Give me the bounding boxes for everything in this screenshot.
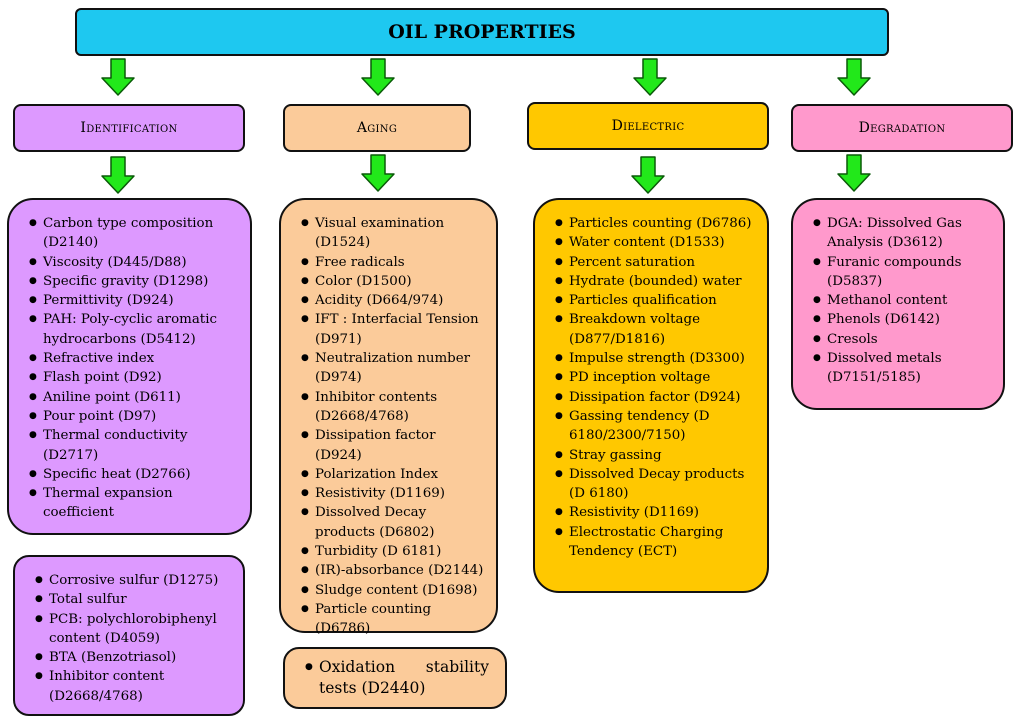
list-item: Thermal expansion coefficient bbox=[29, 484, 240, 523]
list-item: Water content (D1533) bbox=[555, 233, 757, 253]
arrow-identification-card-icon bbox=[101, 156, 135, 194]
list-item: Free radicals bbox=[301, 253, 486, 273]
identification-list: Carbon type composition (D2140)Viscosity… bbox=[29, 214, 240, 523]
list-item: Specific gravity (D1298) bbox=[29, 272, 240, 292]
list-item: Color (D1500) bbox=[301, 272, 486, 292]
list-item: Refractive index bbox=[29, 349, 240, 369]
list-item: Sludge content (D1698) bbox=[301, 581, 486, 601]
aging-list: Visual examination (D1524)Free radicalsC… bbox=[301, 214, 486, 639]
header-degradation-label: Degradation bbox=[858, 120, 946, 136]
arrow-to-dielectric-icon bbox=[633, 58, 667, 96]
arrow-degradation-card-icon bbox=[837, 154, 871, 192]
arrow-aging-card-icon bbox=[361, 154, 395, 192]
list-item: Visual examination (D1524) bbox=[301, 214, 486, 253]
list-item: Turbidity (D 6181) bbox=[301, 542, 486, 562]
list-item: Electrostatic Charging Tendency (ECT) bbox=[555, 523, 757, 562]
list-item: BTA (Benzotriasol) bbox=[35, 648, 233, 668]
list-item: Particle counting (D6786) bbox=[301, 600, 486, 639]
identification-extra-list: Corrosive sulfur (D1275)Total sulfurPCB:… bbox=[35, 571, 233, 706]
list-item: Phenols (D6142) bbox=[813, 310, 993, 330]
list-item: Methanol content bbox=[813, 291, 993, 311]
list-item: Percent saturation bbox=[555, 253, 757, 273]
list-item: Thermal conductivity (D2717) bbox=[29, 426, 240, 465]
dielectric-list: Particles counting (D6786)Water content … bbox=[555, 214, 757, 561]
list-item: Breakdown voltage (D877/D1816) bbox=[555, 310, 757, 349]
list-item: Stray gassing bbox=[555, 446, 757, 466]
list-item: IFT : Interfacial Tension (D971) bbox=[301, 310, 486, 349]
list-item: Cresols bbox=[813, 330, 993, 350]
list-item: Permittivity (D924) bbox=[29, 291, 240, 311]
list-item: Furanic compounds (D5837) bbox=[813, 253, 993, 292]
aging-extra-card: Oxidation stability tests (D2440) bbox=[283, 647, 507, 709]
list-item: Particles qualification bbox=[555, 291, 757, 311]
title-text: OIL PROPERTIES bbox=[388, 21, 576, 43]
list-item: Particles counting (D6786) bbox=[555, 214, 757, 234]
aging-extra-list: Oxidation stability tests (D2440) bbox=[305, 657, 489, 699]
header-aging-label: Aging bbox=[356, 120, 398, 136]
aging-card: Visual examination (D1524)Free radicalsC… bbox=[279, 198, 498, 636]
list-item: Dissolved Decay products (D 6180) bbox=[555, 465, 757, 504]
list-item: Inhibitor content (D2668/4768) bbox=[35, 667, 233, 706]
list-item: Viscosity (D445/D88) bbox=[29, 253, 240, 273]
list-item: Hydrate (bounded) water bbox=[555, 272, 757, 292]
list-item: Flash point (D92) bbox=[29, 368, 240, 388]
list-item: Acidity (D664/974) bbox=[301, 291, 486, 311]
list-item: Dissipation factor (D924) bbox=[555, 388, 757, 408]
arrow-to-degradation-icon bbox=[837, 58, 871, 96]
header-identification: Identification bbox=[13, 104, 245, 152]
header-degradation: Degradation bbox=[791, 104, 1013, 152]
header-dielectric-label: Dielectric bbox=[611, 118, 685, 134]
list-item: Dissipation factor (D924) bbox=[301, 426, 486, 465]
identification-extra-card: Corrosive sulfur (D1275)Total sulfurPCB:… bbox=[13, 555, 245, 716]
list-item: PAH: Poly-cyclic aromatic hydrocarbons (… bbox=[29, 310, 240, 349]
header-dielectric: Dielectric bbox=[527, 102, 769, 150]
list-item: PD inception voltage bbox=[555, 368, 757, 388]
list-item: Neutralization number (D974) bbox=[301, 349, 486, 388]
header-identification-label: Identification bbox=[80, 120, 178, 136]
arrow-to-aging-icon bbox=[361, 58, 395, 96]
list-item: DGA: Dissolved Gas Analysis (D3612) bbox=[813, 214, 993, 253]
list-item: Aniline point (D611) bbox=[29, 388, 240, 408]
list-item: Dissolved metals (D7151/5185) bbox=[813, 349, 993, 388]
list-item: Dissolved Decay products (D6802) bbox=[301, 503, 486, 542]
degradation-card: DGA: Dissolved Gas Analysis (D3612)Furan… bbox=[791, 198, 1005, 410]
header-aging: Aging bbox=[283, 104, 471, 152]
list-item: Oxidation stability tests (D2440) bbox=[305, 657, 489, 699]
list-item: Corrosive sulfur (D1275) bbox=[35, 571, 233, 591]
list-item: Specific heat (D2766) bbox=[29, 465, 240, 485]
arrow-to-identification-icon bbox=[101, 58, 135, 96]
dielectric-card: Particles counting (D6786)Water content … bbox=[533, 198, 769, 593]
list-item: Inhibitor contents (D2668/4768) bbox=[301, 388, 486, 427]
arrow-dielectric-card-icon bbox=[631, 156, 665, 194]
list-item: Resistivity (D1169) bbox=[301, 484, 486, 504]
diagram-title: OIL PROPERTIES bbox=[75, 8, 889, 56]
list-item: Polarization Index bbox=[301, 465, 486, 485]
degradation-list: DGA: Dissolved Gas Analysis (D3612)Furan… bbox=[813, 214, 993, 388]
list-item: Gassing tendency (D 6180/2300/7150) bbox=[555, 407, 757, 446]
list-item: PCB: polychlorobiphenyl content (D4059) bbox=[35, 610, 233, 649]
list-item: Resistivity (D1169) bbox=[555, 503, 757, 523]
list-item: Total sulfur bbox=[35, 590, 233, 610]
list-item: Pour point (D97) bbox=[29, 407, 240, 427]
list-item: Carbon type composition (D2140) bbox=[29, 214, 240, 253]
list-item: Impulse strength (D3300) bbox=[555, 349, 757, 369]
identification-card: Carbon type composition (D2140)Viscosity… bbox=[7, 198, 252, 535]
list-item: (IR)-absorbance (D2144) bbox=[301, 561, 486, 581]
